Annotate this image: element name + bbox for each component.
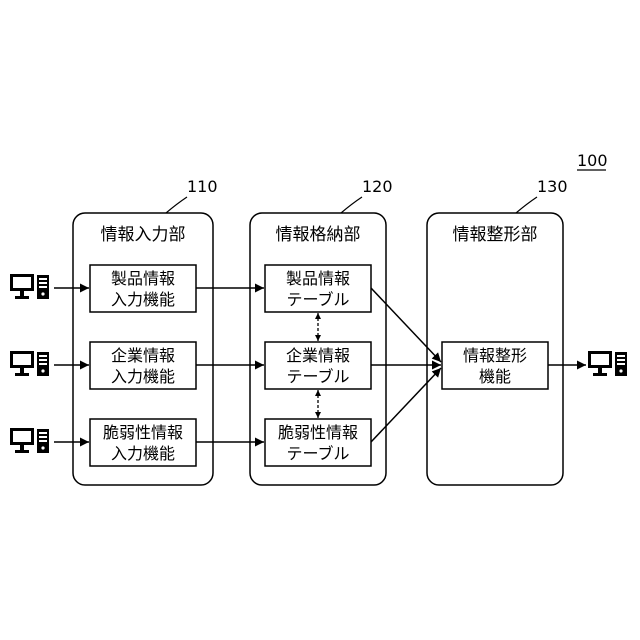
- vuln-input-function: 脆弱性情報 入力機能: [90, 419, 196, 466]
- arrow-vuln-table-to-format: [371, 368, 441, 442]
- product-table-line2: テーブル: [286, 290, 349, 309]
- format-function-line1: 情報整形: [463, 346, 527, 365]
- vuln-input-line1: 脆弱性情報: [103, 423, 183, 442]
- computer-icon: [10, 274, 49, 299]
- input-group-leader: [166, 197, 187, 213]
- company-input-line2: 入力機能: [111, 367, 175, 386]
- format-group-leader: [516, 197, 537, 213]
- product-table: 製品情報 テーブル: [265, 265, 371, 312]
- figure-ref: 100: [577, 151, 608, 170]
- company-input-line1: 企業情報: [111, 346, 175, 365]
- company-table-line1: 企業情報: [286, 346, 350, 365]
- store-group-title: 情報格納部: [276, 225, 361, 245]
- company-table-line2: テーブル: [286, 367, 349, 386]
- company-table: 企業情報 テーブル: [265, 342, 371, 389]
- store-group-leader: [341, 197, 362, 213]
- vuln-table: 脆弱性情報 テーブル: [265, 419, 371, 466]
- computer-icon: [588, 351, 627, 376]
- product-input-line2: 入力機能: [111, 290, 175, 309]
- vuln-table-line1: 脆弱性情報: [278, 423, 358, 442]
- vuln-input-line2: 入力機能: [111, 444, 175, 463]
- format-group-title: 情報整形部: [453, 225, 538, 245]
- store-group-ref: 120: [362, 177, 393, 196]
- format-function-line2: 機能: [479, 367, 511, 386]
- product-input-function: 製品情報 入力機能: [90, 265, 196, 312]
- company-input-function: 企業情報 入力機能: [90, 342, 196, 389]
- product-table-line1: 製品情報: [286, 269, 350, 288]
- computer-icon: [10, 428, 49, 453]
- vuln-table-line2: テーブル: [286, 444, 349, 463]
- input-group-title: 情報入力部: [101, 225, 186, 245]
- input-group-ref: 110: [187, 177, 218, 196]
- format-function: 情報整形 機能: [442, 342, 548, 389]
- product-input-line1: 製品情報: [111, 269, 175, 288]
- computer-icon: [10, 351, 49, 376]
- arrow-product-table-to-format: [371, 288, 441, 362]
- format-group-ref: 130: [537, 177, 568, 196]
